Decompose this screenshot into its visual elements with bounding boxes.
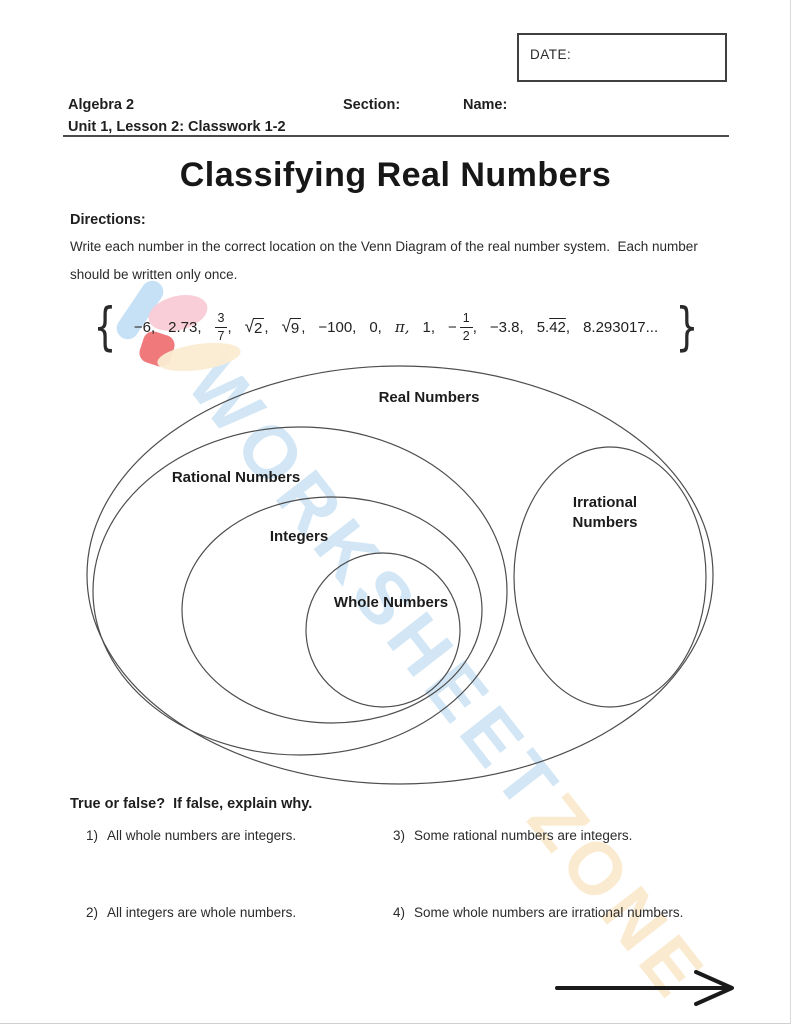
fraction-denominator: 2 [462, 328, 470, 343]
directions-label: Directions: [70, 212, 146, 228]
next-arrow-icon [555, 970, 734, 1006]
directions-text-line2: should be written only once. [70, 267, 238, 282]
directions-text-line1: Write each number in the correct locatio… [70, 239, 698, 254]
minus-sign: − [448, 318, 457, 336]
set-number: 2.73, [168, 318, 202, 336]
section-label: Section: [343, 97, 401, 113]
question-4-text: Some whole numbers are irrational number… [414, 905, 684, 920]
comma: , [227, 318, 232, 336]
question-1-text: All whole numbers are integers. [107, 828, 297, 843]
set-radical: √2, [245, 317, 269, 337]
close-brace: } [675, 296, 699, 358]
fraction-denominator: 7 [217, 328, 225, 343]
decimal-prefix: 5. [536, 318, 550, 336]
question-4: 4) Some whole numbers are irrational numb… [393, 905, 683, 920]
irrational-numbers-label: Irrational Numbers [572, 494, 638, 532]
question-3-number: 3) [393, 828, 406, 843]
set-number: 1, [422, 318, 436, 336]
page-title: Classifying Real Numbers [179, 156, 612, 194]
rational-numbers-ellipse [92, 426, 508, 756]
set-radical: √9, [282, 317, 306, 337]
radicand: 9 [289, 317, 302, 337]
header-divider [63, 135, 729, 137]
integers-ellipse [181, 496, 483, 724]
question-3-text: Some rational numbers are integers. [414, 828, 633, 843]
set-number: 0, [369, 318, 382, 336]
integers-label: Integers [269, 528, 329, 545]
comma: , [565, 318, 571, 336]
set-number: 8.293017... [583, 318, 659, 336]
open-brace: { [93, 296, 117, 358]
irrational-numbers-ellipse [513, 446, 707, 708]
name-label: Name: [463, 97, 508, 113]
comma: , [264, 318, 269, 336]
radical-sign: √ [244, 317, 254, 336]
true-false-heading: True or false? If false, explain why. [70, 796, 313, 812]
question-1-number: 1) [86, 828, 99, 843]
fraction-numerator: 3 [214, 311, 228, 328]
set-number: −3.8, [489, 318, 524, 336]
real-numbers-ellipse [86, 365, 714, 785]
set-repeating-decimal: 5.42, [537, 319, 570, 336]
comma: , [301, 318, 306, 336]
question-1: 1) All whole numbers are integers. [86, 828, 296, 843]
rational-numbers-label: Rational Numbers [171, 469, 301, 486]
question-4-number: 4) [393, 905, 406, 920]
radicand: 2 [253, 317, 265, 337]
set-pi: π, [394, 318, 410, 336]
fraction-numerator: 1 [459, 311, 473, 328]
question-3: 3) Some rational numbers are integers. [393, 828, 632, 843]
radical-sign: √ [281, 317, 291, 336]
set-number: −100, [318, 318, 357, 336]
question-2-text: All integers are whole numbers. [107, 905, 297, 920]
question-2-number: 2) [86, 905, 99, 920]
whole-numbers-circle [305, 552, 461, 708]
question-2: 2) All integers are whole numbers. [86, 905, 296, 920]
date-box: DATE: [517, 33, 727, 82]
repeating-digits: 42 [549, 318, 566, 336]
course-title: Algebra 2 [68, 97, 135, 113]
date-label: DATE: [530, 47, 572, 62]
comma: , [472, 318, 477, 336]
whole-numbers-label: Whole Numbers [333, 594, 449, 611]
venn-diagram [86, 365, 714, 785]
lesson-title: Unit 1, Lesson 2: Classwork 1-2 [68, 119, 286, 135]
set-number: −6, [133, 318, 156, 336]
real-numbers-label: Real Numbers [378, 389, 480, 406]
